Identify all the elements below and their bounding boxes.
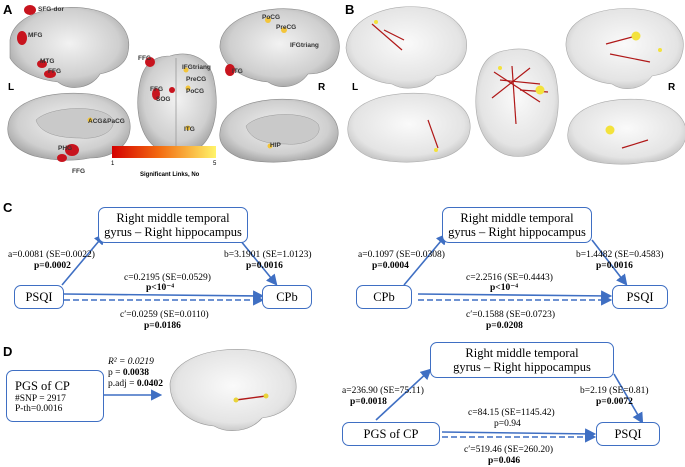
path-c-stat: c=0.2195 (SE=0.0529) <box>124 273 211 283</box>
path-c-stat: c=2.2516 (SE=0.4443) <box>466 273 553 283</box>
path-b-p: p=0.0016 <box>596 261 633 271</box>
path-cprime-p: p=0.0208 <box>486 321 523 331</box>
mediator-line1: Right middle temporal <box>465 346 579 360</box>
path-c-p: p=0.94 <box>494 419 521 429</box>
brain-b-top <box>475 48 559 157</box>
path-b-p: p=0.0072 <box>596 397 633 407</box>
path-a-p: p=0.0002 <box>34 261 71 271</box>
path-a-stat: a=0.0081 (SE=0.0022) <box>8 250 95 260</box>
roi-label: ITG <box>184 126 195 133</box>
node-y-c1: CPb <box>262 285 312 309</box>
path-cprime-p: p=0.046 <box>488 456 521 466</box>
hemisphere-right-a: R <box>318 82 326 93</box>
roi-label: FFG <box>138 55 151 62</box>
roi-label: SFG-dor <box>38 6 64 13</box>
pgs-snp: #SNP = 2917 <box>15 393 66 404</box>
node-y-c2: PSQI <box>612 285 668 309</box>
roi-label: PoCG <box>262 14 281 21</box>
roi-label: PreCG <box>186 76 207 83</box>
panel-label-a: A <box>3 2 13 17</box>
colorbar-max: 5 <box>213 161 217 167</box>
roi-label: FFG <box>150 86 163 93</box>
panel-a-brains <box>7 5 340 163</box>
panel-b-brains <box>345 6 685 165</box>
pgs-r2: R² = 0.0219 <box>108 357 154 367</box>
path-cprime-p: p=0.0186 <box>144 321 181 331</box>
path-a-p: p=0.0004 <box>372 261 409 271</box>
roi-label: SOG <box>156 96 171 103</box>
pgs-title: PGS of CP <box>15 378 70 393</box>
path-a-stat: a=236.90 (SE=75.11) <box>342 386 424 396</box>
roi-label: MFG <box>28 32 43 39</box>
mediator-line2: gyrus – Right hippocampus <box>104 225 242 239</box>
brain-b-right-medial <box>567 98 685 165</box>
roi-label: HIP <box>270 142 281 149</box>
path-b-stat: b=2.19 (SE=0.81) <box>580 386 649 396</box>
path-b-stat: b=1.4482 (SE=0.4583) <box>576 250 664 260</box>
roi-label: ITG <box>232 68 243 75</box>
mediator-line2: gyrus – Right hippocampus <box>448 225 586 239</box>
mediator-line1: Right middle temporal <box>116 211 230 225</box>
hemisphere-left-a: L <box>8 82 15 93</box>
mediator-line1: Right middle temporal <box>460 211 574 225</box>
roi-label: PreCG <box>276 24 297 31</box>
colorbar-min: 1 <box>111 161 115 167</box>
roi-label: IFGtriang <box>182 64 211 71</box>
roi-label: PHG <box>58 145 73 152</box>
panel-label-b: B <box>345 2 355 17</box>
pgs-box: PGS of CP #SNP = 2917 P-th=0.0016 <box>6 370 104 422</box>
roi-label: IFGtriang <box>290 42 319 49</box>
roi-label: MTG <box>40 58 55 65</box>
pgs-threshold: P-th=0.0016 <box>15 403 63 414</box>
node-x-d: PGS of CP <box>342 422 440 446</box>
colorbar-label: Significant Links, No <box>140 172 200 178</box>
node-x-c1: PSQI <box>14 285 64 309</box>
pgs-p: p = 0.0038 <box>108 368 149 378</box>
roi-label: FFG <box>72 168 85 175</box>
path-b-p: p=0.0016 <box>246 261 283 271</box>
brain-b-left-lateral <box>345 6 467 89</box>
node-y-d: PSQI <box>596 422 660 446</box>
path-cprime-stat: c′=0.0259 (SE=0.0110) <box>120 310 209 320</box>
path-c-stat: c=84.15 (SE=1145.42) <box>468 408 555 418</box>
path-a-stat: a=0.1097 (SE=0.0308) <box>358 250 445 260</box>
path-b-stat: b=3.1901 (SE=1.0123) <box>224 250 312 260</box>
mediator-box-c1: Right middle temporal gyrus – Right hipp… <box>98 207 248 243</box>
brain-a-left-lateral <box>9 7 130 88</box>
brain-b-right-lateral <box>565 8 684 89</box>
colorbar <box>112 146 216 158</box>
node-x-c2: CPb <box>356 285 412 309</box>
path-cprime-stat: c′=519.46 (SE=260.20) <box>464 445 554 455</box>
mediator-line2: gyrus – Right hippocampus <box>453 360 591 374</box>
panel-label-d: D <box>3 344 13 359</box>
panel-label-c: C <box>3 200 13 215</box>
pgs-padj: p.adj = 0.0402 <box>108 379 163 389</box>
arrows-d <box>104 368 644 443</box>
hemisphere-left-b: L <box>352 82 359 93</box>
roi-label: FFG <box>48 68 61 75</box>
path-c-p: p<10⁻⁴ <box>146 283 175 293</box>
significant-regions <box>17 5 235 162</box>
hemisphere-right-b: R <box>668 82 676 93</box>
arrows-c-right <box>403 233 628 306</box>
mediator-box-d: Right middle temporal gyrus – Right hipp… <box>430 342 614 378</box>
roi-label: ACG&PaCG <box>88 118 125 125</box>
brain-a-right-lateral <box>219 8 340 87</box>
path-cprime-stat: c′=0.1588 (SE=0.0723) <box>466 310 556 320</box>
path-c-p: p<10⁻⁴ <box>490 283 519 293</box>
mediator-box-c2: Right middle temporal gyrus – Right hipp… <box>442 207 592 243</box>
arrows-c-left <box>61 233 278 306</box>
brain-b-left-medial <box>347 92 471 163</box>
path-a-p: p=0.0018 <box>350 397 387 407</box>
roi-label: PoCG <box>186 88 205 95</box>
panel-d-brain <box>169 349 297 431</box>
